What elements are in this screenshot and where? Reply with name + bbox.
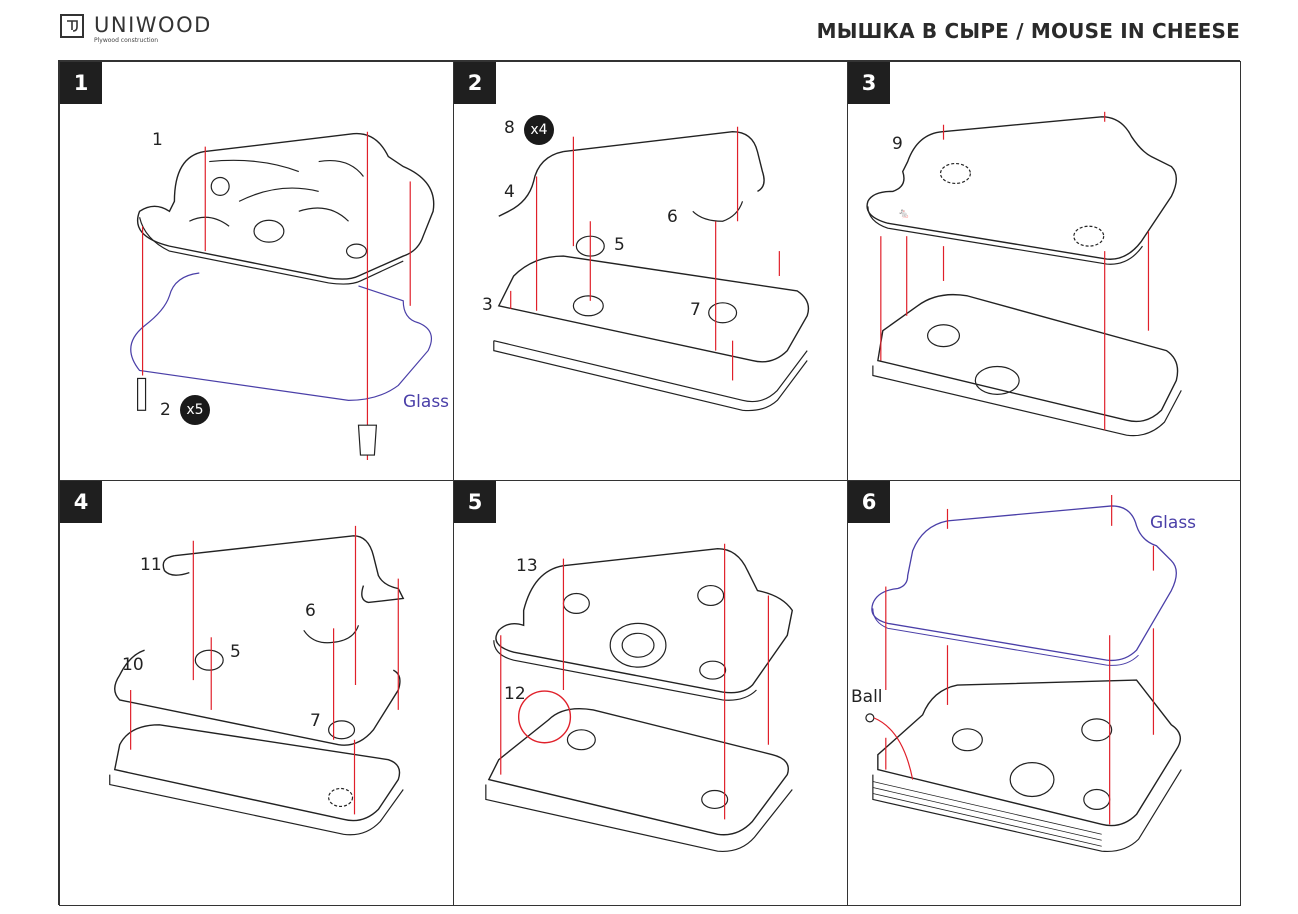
mouse-icon: 🐁	[898, 208, 910, 219]
step-number-badge: 5	[454, 481, 496, 523]
step-number-badge: 4	[60, 481, 102, 523]
step-number-badge: 3	[848, 62, 890, 104]
part-label: 5	[230, 642, 241, 662]
part-label: 5	[614, 235, 625, 255]
step-6-illustration	[865, 495, 1182, 853]
part-label: 4	[504, 182, 515, 202]
part-label: 6	[667, 207, 678, 227]
part-label: 2	[160, 400, 171, 420]
glass-label: Glass	[403, 392, 450, 412]
instruction-grid: 1 1 2 x5 Glass 2	[58, 60, 1241, 906]
step-number-badge: 6	[848, 481, 890, 523]
brand-tagline: Plywood construction	[94, 37, 159, 44]
maze-plate-13	[495, 548, 794, 694]
base-stack	[877, 679, 1181, 827]
maze-plate	[137, 132, 435, 280]
part-label: 11	[140, 555, 162, 575]
ball-icon	[865, 713, 875, 723]
highlight-circle	[517, 690, 572, 744]
step-number-badge: 2	[454, 62, 496, 104]
quantity-badge: x5	[180, 395, 210, 425]
step-2-illustration	[493, 126, 810, 412]
base-stack	[877, 293, 1179, 423]
step-3-illustration: 🐁	[866, 111, 1182, 437]
step-number-badge: 1	[60, 62, 102, 104]
base-stack	[487, 707, 789, 836]
part-label: 9	[892, 134, 903, 154]
step-1-illustration	[130, 131, 435, 461]
step-5-illustration	[485, 543, 794, 853]
part-label: 12	[504, 684, 526, 704]
part-label: 8	[504, 118, 515, 138]
part-label: 10	[122, 655, 144, 675]
frame-part-10	[114, 649, 401, 746]
step-panel-4: 4 11 6 10 5 7	[59, 480, 454, 906]
step-panel-3: 3 🐁 9	[847, 61, 1241, 481]
brand-name: UNIWOOD	[94, 13, 212, 37]
base-stack	[113, 724, 401, 822]
base-stack	[497, 255, 810, 363]
part-label: 7	[690, 300, 701, 320]
top-plate	[866, 116, 1178, 260]
part-label: 3	[482, 295, 493, 315]
part-label: 7	[310, 711, 321, 731]
frame-part-11	[174, 535, 405, 604]
brand-logo: UNIWOOD Plywood construction	[60, 14, 212, 44]
glass-label: Glass	[1150, 513, 1197, 533]
quantity-badge: x4	[524, 115, 554, 145]
part-label: 6	[305, 601, 316, 621]
step-panel-2: 2 8 x4 4 5 6 3 7	[453, 61, 848, 481]
uniwood-logo-icon	[60, 14, 84, 38]
part-label: 1	[152, 130, 163, 150]
step-panel-6: 6 Glass Ball	[847, 480, 1241, 906]
part-label: 13	[516, 556, 538, 576]
glass-plate	[871, 505, 1177, 662]
step-panel-5: 5 13 12	[453, 480, 848, 906]
frame-part	[563, 131, 765, 193]
glass-plate	[130, 272, 432, 401]
step-4-illustration	[109, 525, 405, 836]
step-panel-1: 1 1 2 x5 Glass	[59, 61, 454, 481]
ball-label: Ball	[851, 687, 883, 707]
page-title: МЫШКА В СЫРЕ / MOUSE IN CHEESE	[816, 19, 1240, 43]
